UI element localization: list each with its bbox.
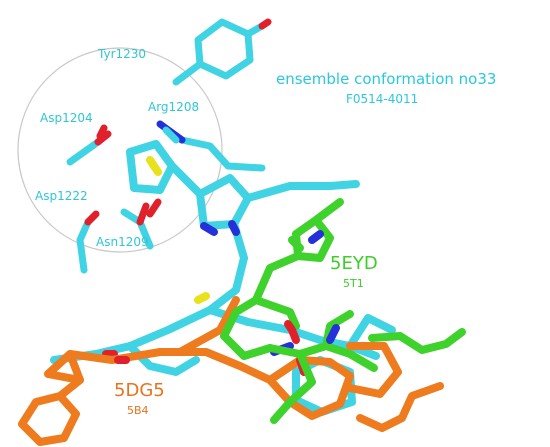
residue-label-arg1208: Arg1208: [148, 100, 200, 114]
green-ligand-label: 5T1: [343, 277, 364, 290]
residue-label-asp1222: Asp1222: [35, 189, 88, 203]
orange-pdb-label: 5DG5: [114, 380, 165, 401]
ensemble-title: ensemble conformation no33: [276, 70, 497, 88]
green-ligand-stick: [220, 198, 466, 424]
cyan-ligand-stick: [50, 140, 396, 416]
residue-label-asp1204: Asp1204: [40, 111, 93, 125]
asn1209-stick: [120, 198, 162, 250]
residue-label-tyr1230: Tyr1230: [98, 47, 147, 61]
binding-pocket-circle: [17, 47, 223, 253]
arg1208-stick: [156, 120, 266, 172]
asp1222-stick: [76, 210, 100, 274]
ensemble-code: F0514-4011: [346, 92, 419, 106]
orange-ligand-label: 5B4: [127, 404, 149, 417]
residue-label-asn1209: Asn1209: [96, 235, 149, 249]
sulfur-atom: [194, 292, 210, 304]
tyr1230-stick: [172, 18, 272, 86]
asp1204-stick: [66, 124, 112, 166]
green-pdb-label: 5EYD: [330, 253, 378, 274]
